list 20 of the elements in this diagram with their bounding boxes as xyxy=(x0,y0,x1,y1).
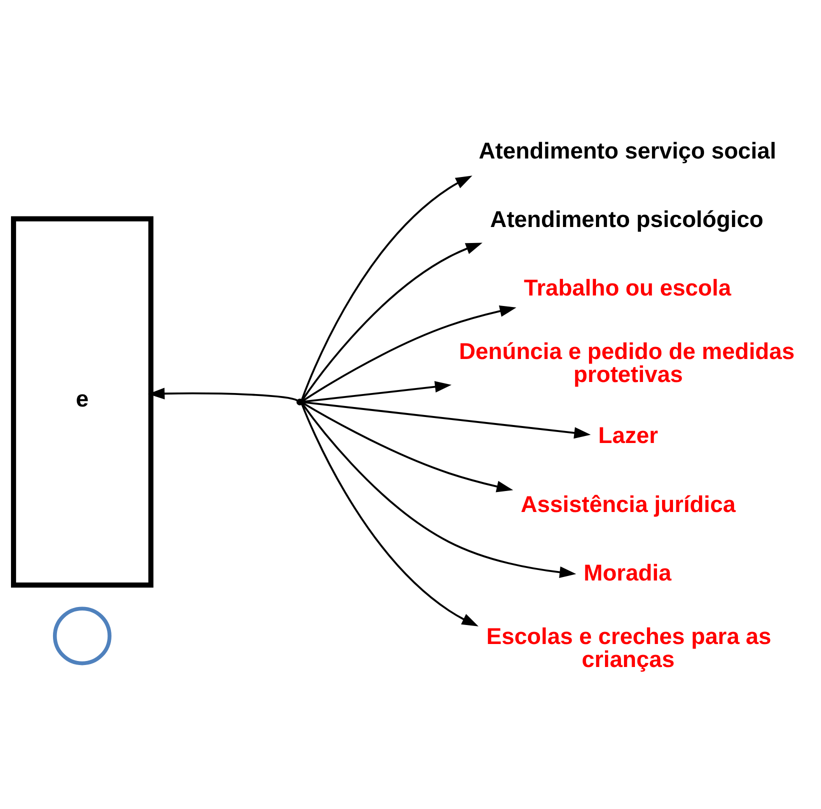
node-box: e xyxy=(10,216,154,588)
arrow xyxy=(302,242,482,401)
arrow xyxy=(302,402,514,492)
node-text: Atendimento serviço social xyxy=(478,137,776,164)
node-text: Atendimento psicológico xyxy=(490,206,764,232)
arrow xyxy=(302,305,516,402)
node-text: Moradia xyxy=(584,560,672,586)
arrow xyxy=(148,388,298,402)
arrow xyxy=(301,404,478,626)
node-text: Escolas e creches para as crianças xyxy=(486,623,772,672)
arrow xyxy=(303,401,591,439)
node-text: Trabalho ou escola xyxy=(524,274,732,301)
node-text: Lazer xyxy=(598,422,658,448)
arrow xyxy=(303,381,452,403)
node-text: Assistência jurídica xyxy=(520,490,736,517)
arrow xyxy=(302,403,576,578)
node-point xyxy=(296,398,304,406)
node-text: Denúncia e pedido de medidas protetivas xyxy=(459,338,795,388)
arrow xyxy=(300,176,472,400)
node-circle xyxy=(52,606,112,666)
